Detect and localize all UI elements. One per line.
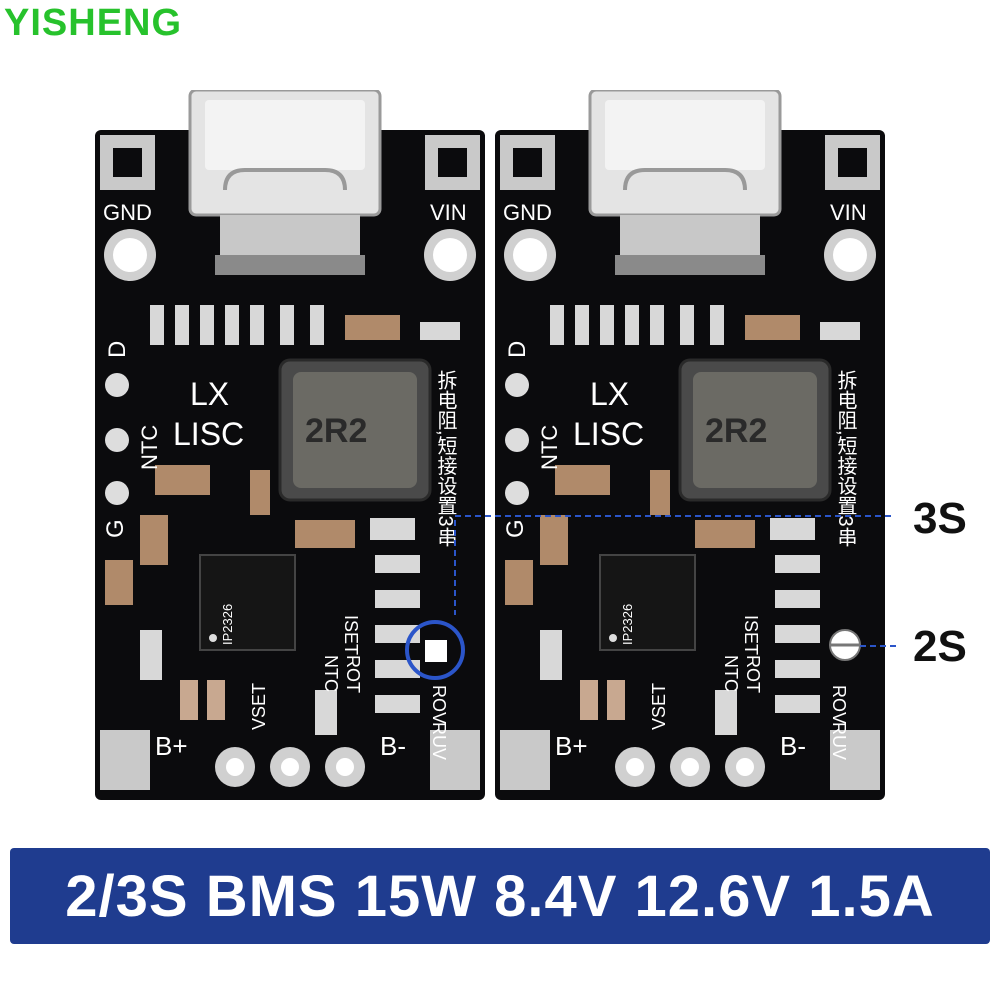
label-chinese: 拆电阻,短接设置3串 (834, 370, 857, 547)
spec-banner: 2/3S BMS 15W 8.4V 12.6V 1.5A (10, 848, 990, 944)
pcb-board-left: GND VIN D LX LISC NTC G 2R2 IP2326 拆电阻,短… (95, 90, 485, 800)
label-b-plus: B+ (155, 731, 188, 761)
label-ic: IP2326 (620, 604, 635, 645)
label-chinese: 拆电阻,短接设置3串 (434, 370, 457, 547)
callout-3s: 3S (913, 494, 967, 543)
label-g: G (102, 519, 129, 538)
label-ruv: RUV (829, 722, 849, 760)
label-iset: ISET (741, 615, 761, 655)
label-rot: ROT (343, 655, 363, 693)
pcb-illustration-left: GND VIN D LX LISC NTC G 2R2 IP2326 拆电阻,短… (95, 90, 485, 800)
label-inductor: 2R2 (705, 412, 767, 450)
label-vset: VSET (249, 683, 269, 730)
label-ntc: NTC (321, 655, 341, 692)
label-ntc-side: NTC (137, 425, 162, 470)
label-ic: IP2326 (220, 604, 235, 645)
label-lx: LX (590, 376, 629, 412)
label-iset: ISET (341, 615, 361, 655)
label-b-minus: B- (380, 731, 406, 761)
pcb-illustration-right: GND VIN D LX LISC NTC G 2R2 IP2326 拆电阻,短… (495, 90, 885, 800)
label-ntc-side: NTC (537, 425, 562, 470)
brand-watermark: YISHENG (4, 2, 183, 44)
label-lisc: LISC (173, 416, 244, 452)
label-ntc: NTC (721, 655, 741, 692)
label-vin: VIN (430, 200, 467, 225)
label-d: D (504, 341, 531, 358)
spec-banner-text: 2/3S BMS 15W 8.4V 12.6V 1.5A (65, 863, 935, 929)
label-d: D (104, 341, 131, 358)
label-rov: ROV (829, 685, 849, 724)
label-vin: VIN (830, 200, 867, 225)
label-rot: ROT (743, 655, 763, 693)
label-ruv: RUV (429, 722, 449, 760)
label-gnd: GND (503, 200, 552, 225)
label-vset: VSET (649, 683, 669, 730)
label-rov: ROV (429, 685, 449, 724)
label-g: G (502, 519, 529, 538)
label-lisc: LISC (573, 416, 644, 452)
label-inductor: 2R2 (305, 412, 367, 450)
label-gnd: GND (103, 200, 152, 225)
label-b-plus: B+ (555, 731, 588, 761)
label-b-minus: B- (780, 731, 806, 761)
callout-2s: 2S (913, 622, 967, 671)
pcb-board-right: GND VIN D LX LISC NTC G 2R2 IP2326 拆电阻,短… (495, 90, 885, 800)
label-lx: LX (190, 376, 229, 412)
